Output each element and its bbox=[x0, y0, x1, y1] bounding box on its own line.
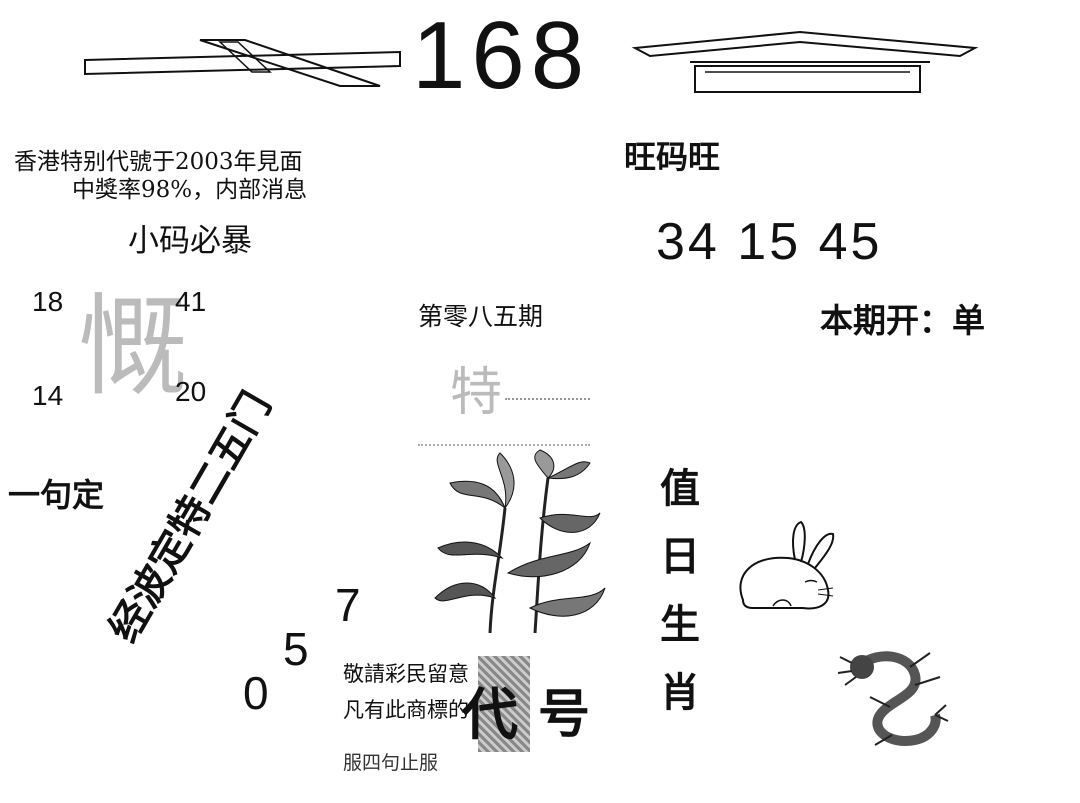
diagonal-slogan: 经波定特二五门 bbox=[100, 384, 281, 650]
notice-line-3: 服四句止服 bbox=[343, 752, 439, 774]
one-phrase-label: 一句定 bbox=[8, 476, 105, 514]
zodiac-label-char-4: 肖 bbox=[660, 670, 700, 716]
lucky-numbers: 34 15 45 bbox=[656, 213, 883, 271]
zodiac-label-char-3: 生 bbox=[660, 602, 700, 648]
faint-character: 特 bbox=[450, 363, 503, 423]
flower-frame-top bbox=[418, 444, 590, 448]
faint-dotted-line bbox=[505, 398, 590, 400]
grid-number-top-left: 18 bbox=[32, 286, 64, 317]
grid-number-bottom-right: 20 bbox=[175, 376, 207, 407]
issue-open-result: 本期开：单 bbox=[820, 301, 985, 340]
zodiac-label-char-1: 值 bbox=[660, 466, 700, 512]
grid-number-top-right: 41 bbox=[175, 286, 207, 317]
rabbit-icon bbox=[739, 520, 835, 610]
notice-line-1: 敬請彩民留意 bbox=[343, 662, 469, 686]
code-digit-3: 7 bbox=[335, 579, 361, 631]
dragon-icon bbox=[837, 651, 949, 746]
zodiac-label-char-2: 日 bbox=[660, 534, 700, 580]
watermark-character: 慨 bbox=[78, 283, 188, 411]
code-digit-2: 5 bbox=[283, 623, 309, 675]
grid-number-bottom-left: 14 bbox=[32, 380, 64, 411]
issue-label: 第零八五期 bbox=[418, 302, 544, 331]
notice-line-2: 凡有此商標的 bbox=[343, 698, 469, 722]
code-digit-1: 0 bbox=[243, 667, 269, 719]
right-roof-graphic bbox=[631, 30, 979, 93]
lucky-numbers-title: 旺码旺 bbox=[624, 138, 721, 176]
slogan-small-numbers: 小码必暴 bbox=[128, 223, 252, 259]
intro-line-2: 中獎率98%，内部消息 bbox=[72, 177, 308, 203]
code-label-char-1: 代 bbox=[462, 683, 518, 748]
flower-illustration bbox=[434, 449, 606, 634]
left-roof-graphic bbox=[84, 39, 401, 87]
code-label-char-2: 号 bbox=[538, 685, 591, 745]
trademark-image bbox=[478, 656, 530, 752]
header-number: 168 bbox=[412, 2, 591, 109]
intro-line-1: 香港特别代號于2003年見面 bbox=[14, 149, 303, 175]
